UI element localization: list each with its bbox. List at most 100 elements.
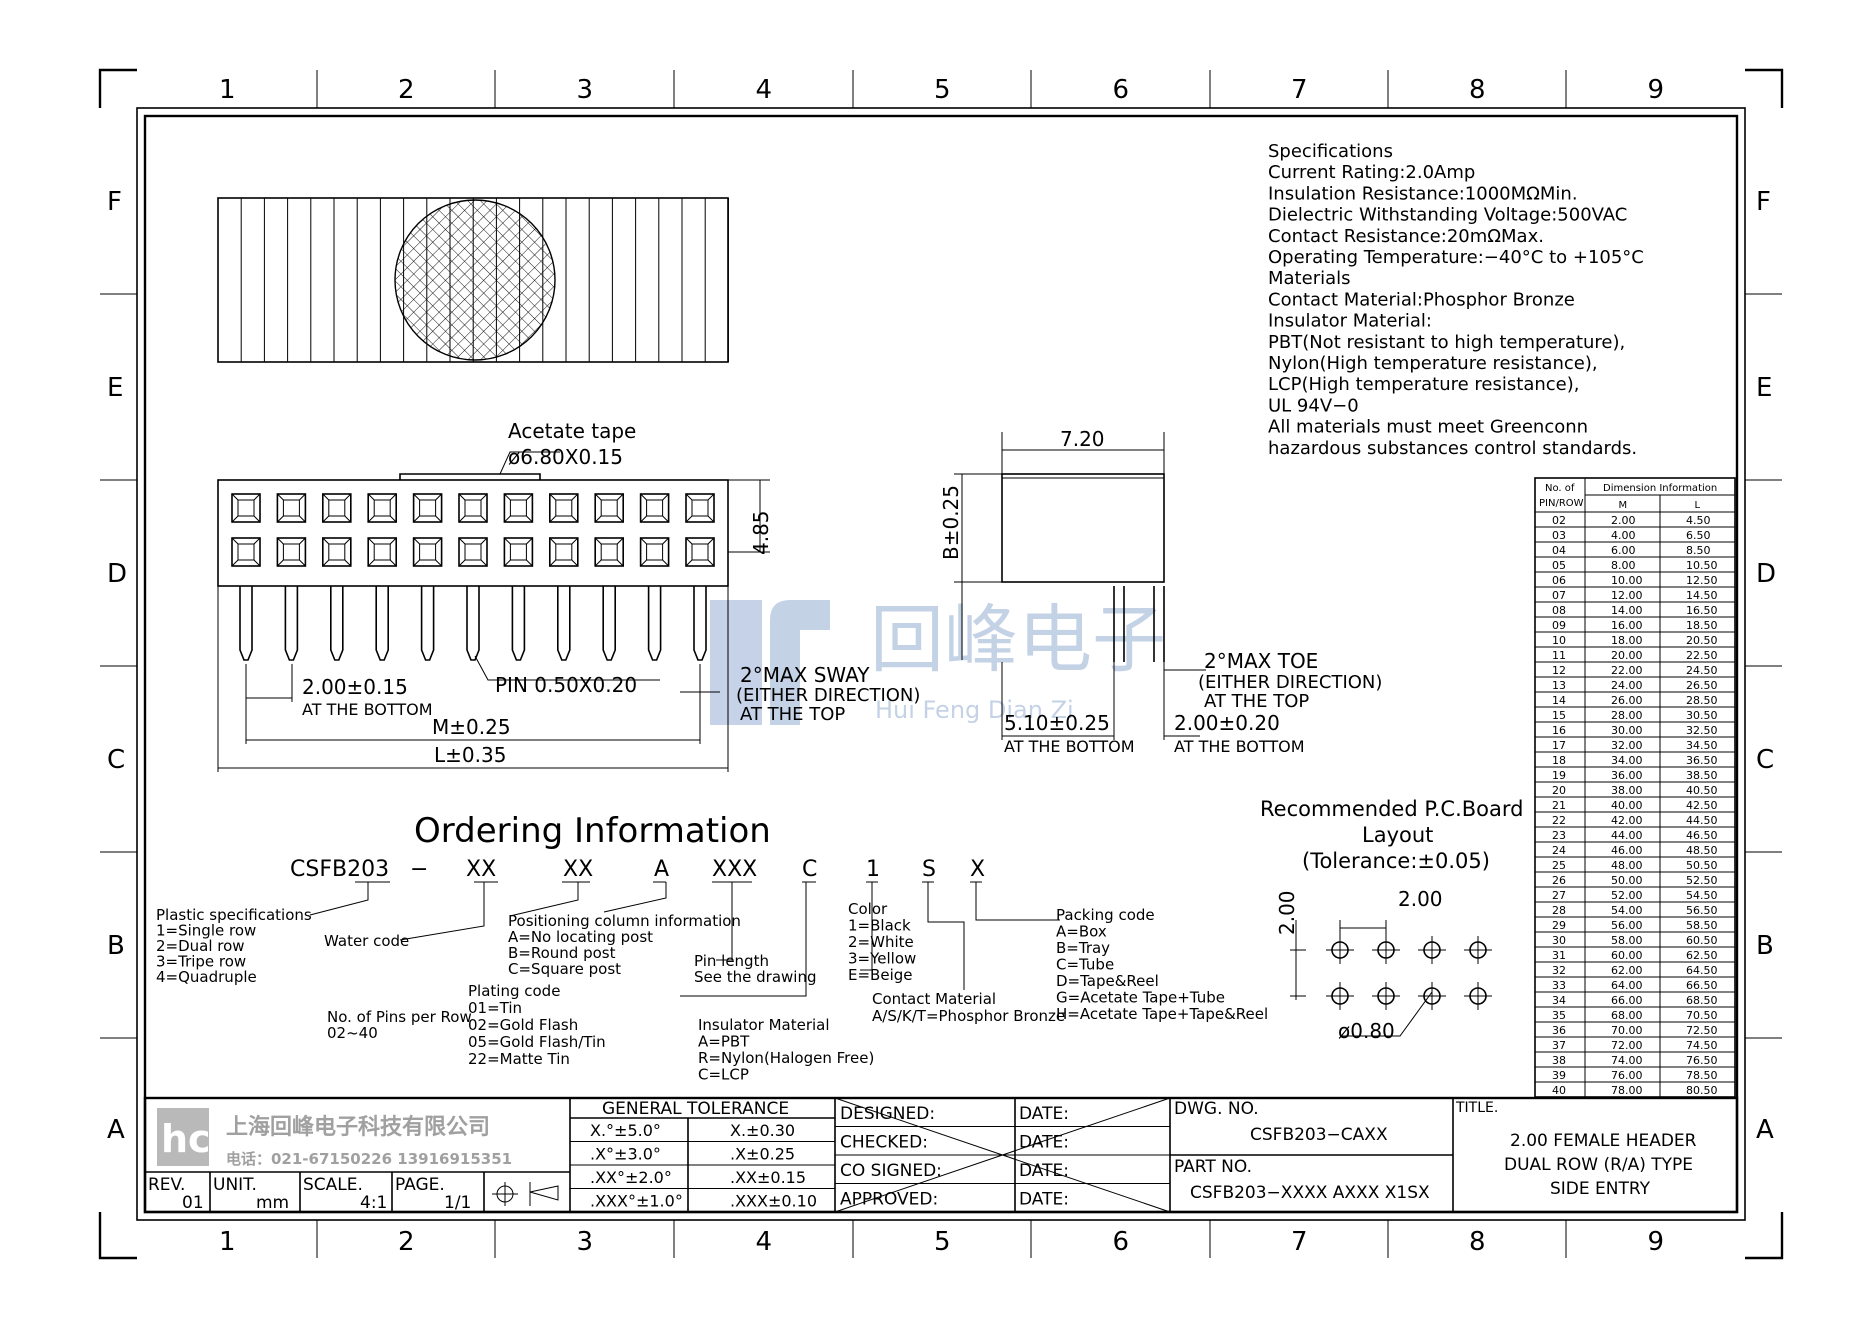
table-cell-l: 34.50 (1686, 739, 1718, 752)
order-plastic-line: 2=Dual row (156, 937, 245, 955)
table-cell-pin: 34 (1552, 994, 1566, 1007)
order-plating-line: 02=Gold Flash (468, 1016, 578, 1034)
order-code-part: CSFB203 (290, 857, 389, 882)
table-cell-l: 16.50 (1686, 604, 1718, 617)
order-packing-line: A=Box (1056, 923, 1107, 941)
table-cell-pin: 39 (1552, 1069, 1566, 1082)
zone-row-label: D (107, 559, 127, 589)
table-cell-m: 20.00 (1611, 649, 1643, 662)
order-code-part: S (922, 857, 936, 882)
order-code-part: X (970, 857, 985, 882)
ordering-title: Ordering Information (414, 811, 771, 851)
table-cell-m: 24.00 (1611, 679, 1643, 692)
table-header-dim: Dimension Information (1603, 483, 1717, 494)
table-cell-pin: 14 (1552, 694, 1566, 707)
table-cell-pin: 16 (1552, 724, 1566, 737)
table-header-pin: PIN/ROW (1539, 498, 1584, 509)
table-cell-m: 10.00 (1611, 574, 1643, 587)
table-cell-l: 54.50 (1686, 889, 1718, 902)
order-packing-line: C=Tube (1056, 956, 1114, 974)
zone-col-label: 8 (1469, 1227, 1486, 1257)
m-dim: M±0.25 (432, 715, 511, 739)
spec-line: Insulator Material: (1268, 311, 1432, 332)
tolerance-linear: .XXX±0.10 (730, 1192, 817, 1211)
zone-col-label: 4 (756, 75, 773, 105)
order-contact-line: A/S/K/T=Phosphor Bronze (872, 1007, 1065, 1025)
zone-row-label: B (107, 931, 125, 961)
sway-line-3: AT THE TOP (740, 704, 845, 725)
side-width-dim: 7.20 (1060, 427, 1105, 451)
table-cell-pin: 11 (1552, 649, 1566, 662)
table-cell-pin: 02 (1552, 514, 1566, 527)
acetate-tape-dim: ø6.80X0.15 (508, 445, 623, 469)
spec-line: Dielectric Withstanding Voltage:500VAC (1268, 205, 1627, 226)
company-logo-icon: hc (161, 1117, 211, 1161)
unit-label: UNIT. (213, 1175, 257, 1195)
table-cell-l: 10.50 (1686, 559, 1718, 572)
tolerance-linear: X.±0.30 (730, 1121, 795, 1140)
spec-line: hazardous substances control standards. (1268, 438, 1637, 459)
table-cell-l: 44.50 (1686, 814, 1718, 827)
table-cell-l: 42.50 (1686, 799, 1718, 812)
top-view (217, 197, 729, 363)
zone-col-label: 2 (398, 75, 415, 105)
table-cell-l: 66.50 (1686, 979, 1718, 992)
table-cell-m: 58.00 (1611, 934, 1643, 947)
spec-line: Nylon(High temperature resistance), (1268, 353, 1598, 374)
zone-row-label: D (1756, 559, 1776, 589)
signoff-label: CO SIGNED: (840, 1161, 942, 1181)
tolerance-linear: .XX±0.15 (730, 1168, 806, 1187)
sway-line-1: 2°MAX SWAY (740, 663, 870, 687)
table-cell-pin: 33 (1552, 979, 1566, 992)
table-cell-m: 2.00 (1611, 514, 1636, 527)
zone-col-label: 7 (1291, 1227, 1308, 1257)
tolerance-angle: .X°±3.0° (590, 1145, 661, 1164)
order-packing-line: D=Tape&Reel (1056, 972, 1159, 990)
table-cell-m: 78.00 (1611, 1084, 1643, 1097)
table-cell-l: 26.50 (1686, 679, 1718, 692)
order-plastic-line: 3=Tripe row (156, 953, 246, 971)
table-cell-m: 52.00 (1611, 889, 1643, 902)
signoff-label: APPROVED: (840, 1190, 938, 1210)
table-cell-l: 64.50 (1686, 964, 1718, 977)
table-cell-l: 22.50 (1686, 649, 1718, 662)
order-code-part: − (410, 857, 428, 882)
spec-line: All materials must meet Greenconn (1268, 417, 1588, 438)
table-cell-l: 12.50 (1686, 574, 1718, 587)
table-cell-pin: 04 (1552, 544, 1566, 557)
l-dim: L±0.35 (434, 743, 506, 767)
table-cell-m: 4.00 (1611, 529, 1636, 542)
table-cell-pin: 08 (1552, 604, 1566, 617)
spec-line: Contact Material:Phosphor Bronze (1268, 289, 1575, 310)
zone-col-label: 1 (219, 75, 236, 105)
pcb-layout: Recommended P.C.Board Layout (Tolerance:… (1260, 797, 1523, 1043)
zone-row-label: C (1756, 745, 1774, 775)
table-cell-l: 50.50 (1686, 859, 1718, 872)
order-positioning-line: Positioning column information (508, 912, 741, 930)
table-cell-pin: 32 (1552, 964, 1566, 977)
sway-line-2: (EITHER DIRECTION) (736, 685, 920, 706)
table-cell-m: 42.00 (1611, 814, 1643, 827)
pitch-note: AT THE BOTTOM (302, 700, 433, 719)
table-cell-m: 54.00 (1611, 904, 1643, 917)
table-cell-m: 18.00 (1611, 634, 1643, 647)
order-code-part: XX (563, 857, 593, 882)
order-packing-line: G=Acetate Tape+Tube (1056, 989, 1225, 1007)
order-code-part: C (802, 857, 817, 882)
tolerance-angle: .XXX°±1.0° (590, 1192, 683, 1211)
order-insulator-line: C=LCP (698, 1066, 749, 1084)
